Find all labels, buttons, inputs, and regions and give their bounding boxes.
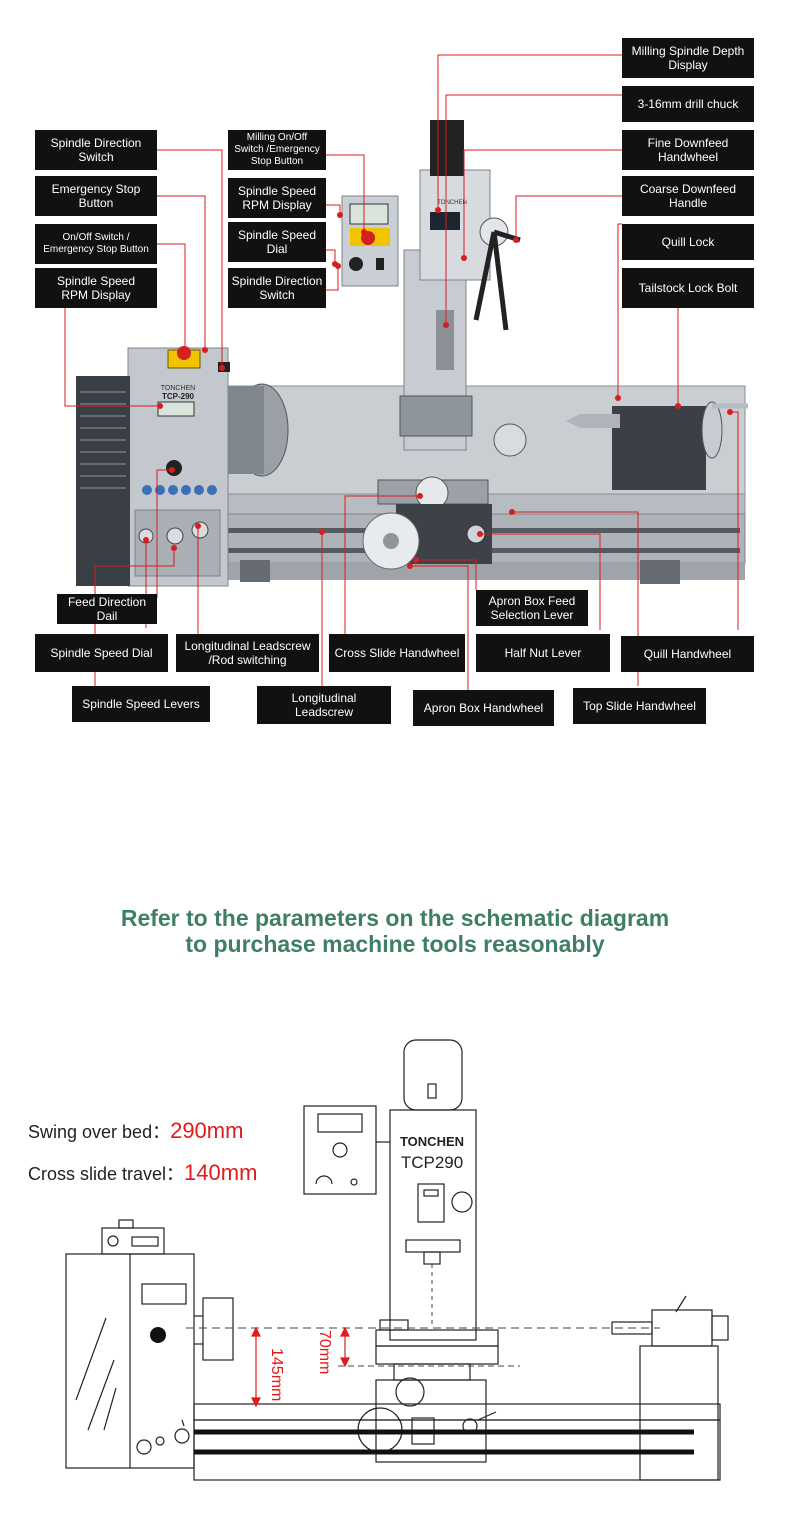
mill-depth-display: [430, 212, 460, 230]
schem-rods: [194, 1429, 694, 1455]
headstock-model: TCP-290: [162, 392, 195, 401]
param-cross-label: Cross slide travel：: [28, 1164, 185, 1184]
coarse-downfeed-handle-2[interactable]: [491, 231, 509, 331]
callout-spindle-levers: Spindle Speed Levers: [72, 686, 210, 722]
schem-mill-head-bottom: [405, 1239, 461, 1253]
schem-headstock-display: [141, 1283, 187, 1305]
callout-quill-handwheel: Quill Handwheel: [621, 636, 754, 672]
callout-leadscrew-switching: Longitudinal Leadscrew /Rod switching: [176, 634, 319, 672]
chart-grid: [80, 391, 126, 489]
callout-quill-lock: Quill Lock: [622, 224, 754, 260]
callout-apron-feed: Apron Box Feed Selection Lever: [476, 590, 588, 626]
mill-direction-switch[interactable]: [376, 258, 384, 270]
callout-coarse-downfeed: Coarse Downfeed Handle: [622, 176, 754, 216]
top-slide-handwheel[interactable]: [493, 423, 527, 457]
schem-bed: [193, 1403, 721, 1421]
schem-dim-70: 70mm: [316, 1330, 333, 1374]
callout-spindle-dial-bottom: Spindle Speed Dial: [35, 634, 168, 672]
stand-right: [640, 560, 680, 584]
schem-chuck: [202, 1297, 234, 1361]
schem-brand: TONCHEN: [400, 1134, 464, 1149]
schem-mill-motor: [403, 1039, 463, 1111]
stand-left: [240, 560, 270, 582]
callout-spindle-rpm-left: Spindle Speed RPM Display: [35, 268, 157, 308]
callout-fine-downfeed: Fine Downfeed Handwheel: [622, 130, 754, 170]
callout-half-nut: Half Nut Lever: [476, 634, 610, 672]
callout-milling-onoff: Milling On/Off Switch /Emergency Stop Bu…: [228, 130, 326, 170]
callout-emergency-stop: Emergency Stop Button: [35, 176, 157, 216]
compound-slide: [399, 395, 473, 437]
schem-dimensions: [251, 1326, 350, 1408]
schem-headstock-top: [101, 1227, 165, 1255]
slogan-line-2: to purchase machine tools reasonably: [185, 931, 605, 957]
headstock-chart-panel: [76, 376, 130, 586]
mill-motor: [430, 120, 464, 176]
schem-cross-slide: [375, 1345, 499, 1365]
param-swing-label: Swing over bed：: [28, 1122, 171, 1142]
mill-brand: TONCHEN: [437, 200, 467, 206]
param-cross: Cross slide travel：140mm: [28, 1160, 257, 1186]
callout-drill-chuck: 3-16mm drill chuck: [622, 86, 754, 122]
schem-compound: [375, 1329, 499, 1347]
chuck-body: [228, 386, 264, 474]
callout-milling-depth-display: Milling Spindle Depth Display: [622, 38, 754, 78]
tailstock: [612, 406, 706, 490]
tailstock-quill: [580, 414, 620, 428]
callout-spindle-direction-mid: Spindle Direction Switch: [228, 268, 326, 308]
quill-handwheel[interactable]: [701, 401, 723, 459]
machine-photo: TONCHEN TCP-290 TONCHEN: [64, 54, 748, 692]
schem-cross-handwheel: [395, 1377, 425, 1407]
callout-onoff-emergency-left: On/Off Switch / Emergency Stop Button: [35, 224, 157, 264]
schematic-diagram: 145mm 70mm TONCHEN TCP290: [65, 1039, 729, 1481]
param-cross-value: 140mm: [184, 1160, 258, 1185]
coarse-downfeed-handle-3[interactable]: [473, 231, 497, 321]
callout-longitudinal-leadscrew: Longitudinal Leadscrew: [257, 686, 391, 724]
callout-top-slide: Top Slide Handwheel: [573, 688, 706, 724]
callout-cross-slide: Cross Slide Handwheel: [329, 634, 465, 672]
mill-rpm-display: [349, 203, 389, 225]
mill-speed-dial[interactable]: [349, 257, 363, 271]
leader-dots: [143, 207, 733, 569]
headstock-brand: TONCHEN: [161, 385, 195, 392]
callout-tailstock-lock: Tailstock Lock Bolt: [622, 268, 754, 308]
callout-spindle-direction-left: Spindle Direction Switch: [35, 130, 157, 170]
callout-apron-handwheel: Apron Box Handwheel: [413, 690, 554, 726]
param-swing: Swing over bed：290mm: [28, 1118, 243, 1144]
schem-spindle-dot: [150, 1327, 166, 1343]
callout-feed-direction: Feed Direction Dail: [57, 594, 157, 624]
rpm-display-left: [157, 401, 195, 417]
schem-control-box: [303, 1105, 377, 1195]
tailstock-center: [566, 414, 580, 428]
drill-chuck: [436, 310, 454, 370]
apron-handwheel-hub: [383, 533, 399, 549]
callout-spindle-rpm-mid: Spindle Speed RPM Display: [228, 178, 326, 218]
schem-tailstock: [639, 1345, 719, 1481]
spindle-lever-2[interactable]: [166, 527, 184, 545]
param-swing-value: 290mm: [170, 1118, 244, 1143]
callout-spindle-dial-mid: Spindle Speed Dial: [228, 222, 326, 262]
slogan-line-1: Refer to the parameters on the schematic…: [120, 905, 670, 931]
lathe-base: [225, 562, 745, 580]
schem-mill-window: [417, 1183, 445, 1223]
schem-model: TCP290: [401, 1153, 463, 1172]
schem-dim-145: 145mm: [268, 1348, 285, 1401]
